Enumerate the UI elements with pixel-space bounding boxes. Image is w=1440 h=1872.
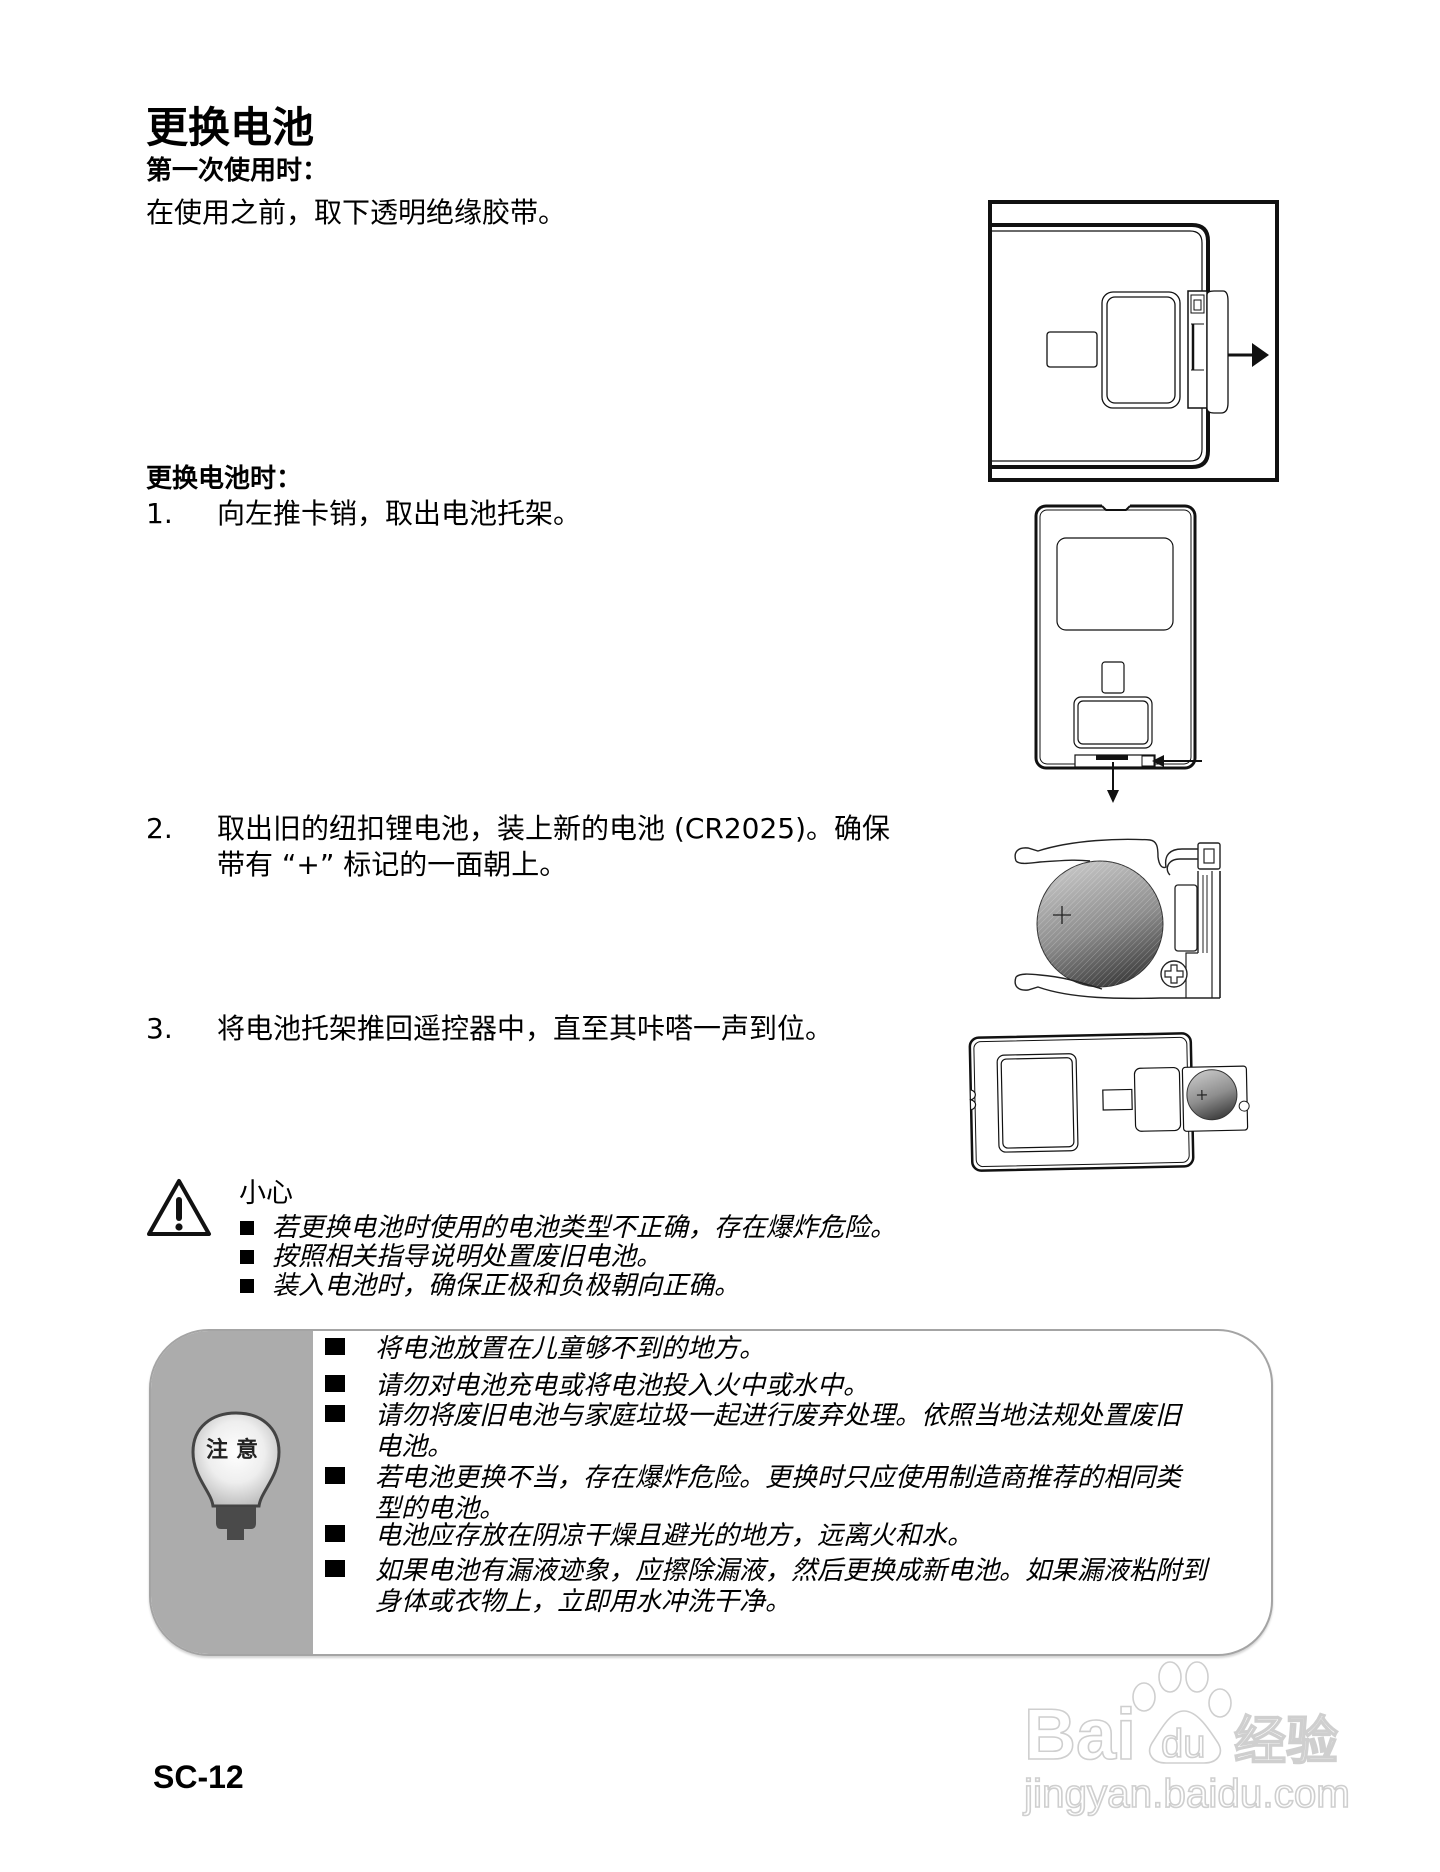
- step-2-line-2: 带有 “+” 标记的一面朝上。: [217, 848, 568, 881]
- first-use-heading: 第一次使用时：: [146, 156, 329, 186]
- replace-heading: 更换电池时：: [146, 464, 303, 494]
- bullet-square-icon: [240, 1221, 254, 1235]
- note-line: 若电池更换不当，存在爆炸危险。更换时只应使用制造商推荐的相同类: [375, 1463, 1182, 1493]
- warning-triangle-icon: [147, 1179, 211, 1236]
- note-label: 注意: [206, 1438, 267, 1463]
- bullet-square-icon: [325, 1405, 345, 1422]
- bullet-square-icon: [325, 1560, 345, 1577]
- step-3-text: 将电池托架推回遥控器中，直至其咔嗒一声到位。: [217, 1011, 833, 1047]
- page-title: 更换电池: [146, 103, 315, 152]
- note-item: 若电池更换不当，存在爆炸危险。更换时只应使用制造商推荐的相同类 型的电池。: [375, 1463, 1181, 1525]
- paw-toe-icon: [1208, 1688, 1232, 1718]
- note-item: 如果电池有漏液迹象，应擦除漏液，然后更换成新电池。如果漏液粘附到 身体或衣物上，…: [375, 1556, 1207, 1618]
- step-1-line: 向左推卡销，取出电池托架。: [217, 497, 582, 530]
- battery-tray-illustration: [1014, 838, 1221, 1000]
- note-line: 请勿将废旧电池与家庭垃圾一起进行废弃处理。依照当地法规处置废旧: [375, 1401, 1182, 1431]
- note-line: 电池。: [375, 1432, 454, 1462]
- page-number: SC-12: [153, 1759, 244, 1795]
- caution-item-text: 按照相关指导说明处置废旧电池。: [272, 1242, 663, 1272]
- step-3-line: 将电池托架推回遥控器中，直至其咔嗒一声到位。: [217, 1012, 834, 1045]
- caution-item-text: 装入电池时，确保正极和负极朝向正确。: [272, 1271, 741, 1301]
- watermark-brand: Bai: [1024, 1695, 1136, 1775]
- bullet-square-icon: [325, 1467, 345, 1484]
- note-line: 请勿对电池充电或将电池投入火中或水中。: [375, 1371, 870, 1401]
- step-1-number: 1.: [146, 497, 173, 530]
- bullet-square-icon: [240, 1250, 254, 1264]
- watermark-url: jingyan.baidu.com: [1023, 1772, 1350, 1816]
- baidu-jingyan-watermark: Bai du 经验 jingyan.baidu.com: [1022, 1661, 1351, 1817]
- watermark-paw-text: du: [1161, 1722, 1206, 1766]
- tray-insert-illustration: [968, 1032, 1250, 1172]
- watermark-cn: 经验: [1234, 1712, 1338, 1772]
- bullet-square-icon: [325, 1525, 345, 1542]
- bullet-square-icon: [240, 1279, 254, 1293]
- first-use-text: 在使用之前，取下透明绝缘胶带。: [146, 196, 567, 229]
- step-3-number: 3.: [146, 1012, 173, 1045]
- step-2-number: 2.: [146, 812, 173, 845]
- note-item: 电池应存放在阴凉干燥且避光的地方，远离火和水。: [375, 1521, 973, 1552]
- note-line: 如果电池有漏液迹象，应擦除漏液，然后更换成新电池。如果漏液粘附到: [375, 1556, 1208, 1586]
- lightbulb-icon: [191, 1411, 281, 1540]
- bullet-square-icon: [325, 1338, 345, 1355]
- note-item: 将电池放置在儿童够不到的地方。: [375, 1334, 765, 1365]
- note-line: 身体或衣物上，立即用水冲洗干净。: [375, 1587, 792, 1617]
- remote-tray-remove-illustration: [1034, 503, 1202, 803]
- paw-toe-icon: [1158, 1661, 1182, 1693]
- step-1-text: 向左推卡销，取出电池托架。: [217, 496, 581, 532]
- step-2-text: 取出旧的纽扣锂电池，装上新的电池 (CR2025)。确保 带有 “+” 标记的一…: [217, 811, 890, 883]
- note-box: [149, 1329, 1273, 1656]
- caution-item-text: 若更换电池时使用的电池类型不正确，存在爆炸危险。: [272, 1213, 897, 1243]
- note-line: 电池应存放在阴凉干燥且避光的地方，远离火和水。: [375, 1521, 974, 1551]
- remote-pull-tab-illustration: [988, 200, 1279, 482]
- paw-toe-icon: [1132, 1682, 1156, 1712]
- note-item: 请勿对电池充电或将电池投入火中或水中。: [375, 1371, 869, 1402]
- bullet-square-icon: [325, 1375, 345, 1392]
- paw-toe-icon: [1185, 1661, 1209, 1693]
- step-2-line-1: 取出旧的纽扣锂电池，装上新的电池 (CR2025)。确保: [217, 812, 891, 845]
- note-item: 请勿将废旧电池与家庭垃圾一起进行废弃处理。依照当地法规处置废旧 电池。: [375, 1401, 1181, 1463]
- paw-palm-icon: [1148, 1710, 1222, 1764]
- note-line: 型的电池。: [375, 1494, 506, 1524]
- caution-title: 小心: [239, 1178, 293, 1209]
- note-line: 将电池放置在儿童够不到的地方。: [375, 1334, 766, 1364]
